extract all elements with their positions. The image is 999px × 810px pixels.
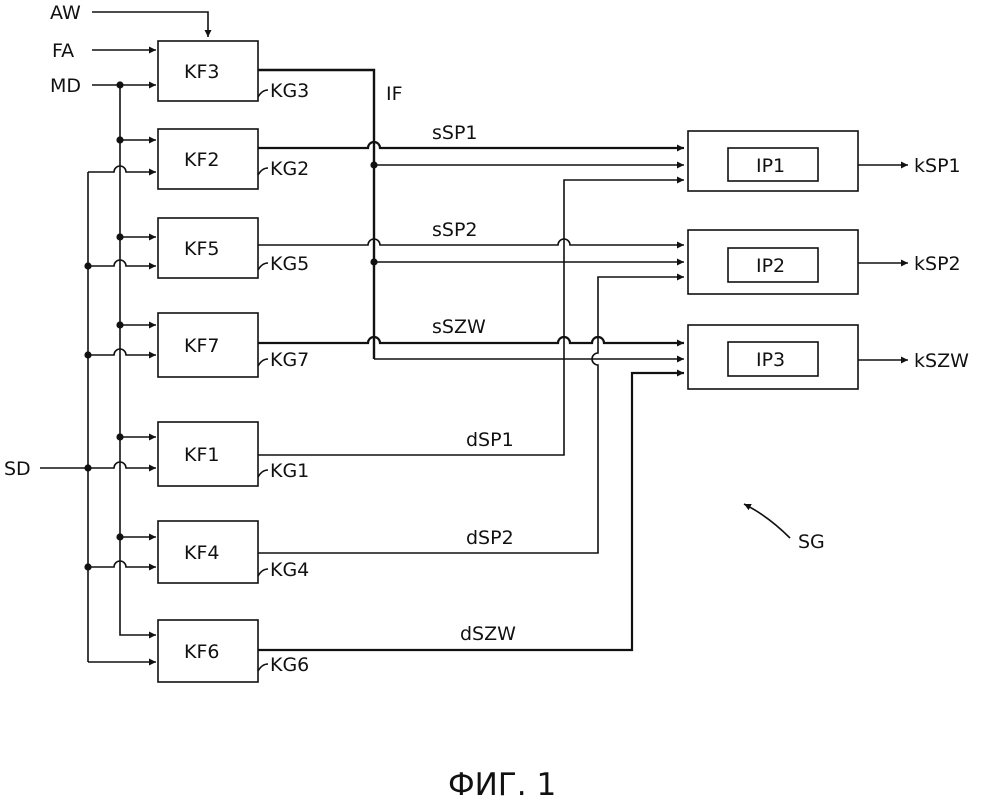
group-label-kg5: KG5 (270, 253, 309, 275)
input-label-fa: FA (52, 40, 74, 62)
filter-label-kf2: KF2 (184, 149, 219, 171)
filter-label-kf5: KF5 (184, 238, 219, 260)
processor-label-ip2: IP2 (756, 255, 785, 277)
group-label-kg2: KG2 (270, 158, 309, 180)
input-label-aw: AW (50, 2, 81, 24)
signal-label-dszw: dSZW (460, 623, 516, 645)
group-label-kg4: KG4 (270, 559, 309, 581)
output-label-ksp2: kSP2 (914, 253, 961, 275)
sg-pointer (744, 504, 790, 538)
aw-line (92, 12, 208, 37)
signal-label-dsp1: dSP1 (466, 429, 514, 451)
filter-label-kf4: KF4 (184, 542, 219, 564)
bus-label-if: IF (386, 83, 403, 105)
processor-label-ip1: IP1 (756, 155, 785, 177)
signal-label-ssp1: sSP1 (432, 122, 478, 144)
output-label-kszw: kSZW (914, 350, 969, 372)
input-label-md: MD (50, 75, 81, 97)
dszw-line (258, 373, 684, 650)
figure-caption: ФИГ. 1 (448, 767, 556, 803)
system-label-sg: SG (798, 531, 825, 553)
signal-label-ssp2: sSP2 (432, 219, 478, 241)
group-label-kg1: KG1 (270, 460, 309, 482)
group-label-kg6: KG6 (270, 654, 309, 676)
signal-label-dsp2: dSP2 (466, 527, 514, 549)
group-label-kg3: KG3 (270, 80, 309, 102)
processor-label-ip3: IP3 (756, 349, 785, 371)
filter-label-kf7: KF7 (184, 335, 219, 357)
group-label-kg7: KG7 (270, 349, 309, 371)
input-label-sd: SD (4, 458, 31, 480)
filter-label-kf6: KF6 (184, 641, 219, 663)
filter-label-kf3: KF3 (184, 61, 219, 83)
if-bus (258, 70, 374, 359)
signal-label-sszw: sSZW (432, 316, 486, 338)
filter-label-kf1: KF1 (184, 444, 219, 466)
output-label-ksp1: kSP1 (914, 155, 961, 177)
